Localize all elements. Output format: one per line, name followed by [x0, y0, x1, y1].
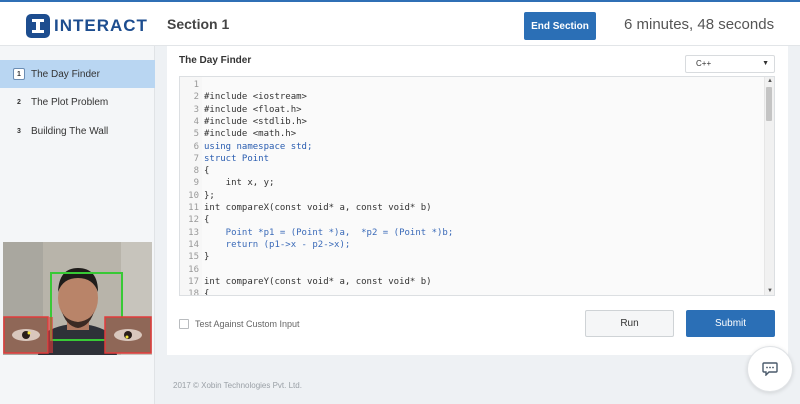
language-value: C++: [696, 59, 712, 68]
interact-logo-icon: [26, 14, 50, 38]
sidebar-item-label: Building The Wall: [31, 125, 109, 137]
code-line: 3#include <float.h>: [193, 104, 302, 115]
top-bar: INTERACT Section 1 End Section 6 minutes…: [0, 0, 800, 46]
nav-number: 1: [13, 68, 25, 80]
custom-input-label: Test Against Custom Input: [195, 319, 300, 329]
custom-input-checkbox[interactable]: [179, 319, 189, 329]
code-line: 16: [188, 264, 199, 275]
code-line: 15}: [188, 252, 210, 263]
code-line: 18{: [188, 289, 210, 296]
editor-scrollbar[interactable]: ▲ ▼: [764, 77, 774, 295]
sidebar-item-the-plot-problem[interactable]: 2 The Plot Problem: [0, 88, 155, 116]
sidebar-item-the-day-finder[interactable]: 1 The Day Finder: [0, 60, 155, 88]
logo-text: INTERACT: [54, 16, 148, 35]
code-line: 14 return (p1->x - p2->x);: [188, 239, 351, 250]
sidebar-item-label: The Day Finder: [31, 68, 100, 80]
code-line: 13 Point *p1 = (Point *)a, *p2 = (Point …: [188, 227, 454, 238]
code-line: 12{: [188, 215, 210, 226]
caret-down-icon: ▼: [762, 60, 769, 67]
code-line: 10};: [188, 190, 215, 201]
section-title: Section 1: [167, 16, 230, 32]
logo: INTERACT: [26, 14, 148, 38]
run-button[interactable]: Run: [585, 310, 674, 337]
caret-up-icon[interactable]: ▲: [767, 78, 773, 84]
caret-down-icon[interactable]: ▼: [767, 288, 773, 294]
footer-copyright: 2017 © Xobin Technologies Pvt. Ltd.: [173, 381, 302, 390]
code-line: 9 int x, y;: [193, 178, 275, 189]
code-line: 1: [193, 80, 199, 90]
problem-title: The Day Finder: [179, 55, 252, 66]
code-line: 8{: [193, 166, 210, 177]
language-select[interactable]: C++ ▼: [685, 55, 775, 73]
line-gutter: [180, 77, 202, 295]
chat-icon: [762, 362, 778, 376]
timer: 6 minutes, 48 seconds: [624, 16, 775, 33]
code-editor[interactable]: 1 2#include <iostream> 3#include <float.…: [179, 76, 775, 296]
end-section-button[interactable]: End Section: [524, 12, 596, 40]
nav-number: 3: [17, 127, 21, 135]
webcam-preview: [3, 242, 152, 355]
code-line: 5#include <math.h>: [193, 129, 297, 140]
sidebar-item-label: The Plot Problem: [31, 96, 109, 108]
nav-number: 2: [17, 98, 21, 106]
custom-input-toggle[interactable]: Test Against Custom Input: [179, 319, 300, 329]
sidebar-item-building-the-wall[interactable]: 3 Building The Wall: [0, 117, 155, 145]
scroll-thumb[interactable]: [766, 87, 772, 121]
submit-button[interactable]: Submit: [686, 310, 775, 337]
code-line: 2#include <iostream>: [193, 92, 307, 103]
chat-button[interactable]: [747, 346, 793, 392]
main-panel: The Day Finder C++ ▼ 1 2#include <iostre…: [167, 46, 788, 355]
code-line: 4#include <stdlib.h>: [193, 116, 307, 127]
